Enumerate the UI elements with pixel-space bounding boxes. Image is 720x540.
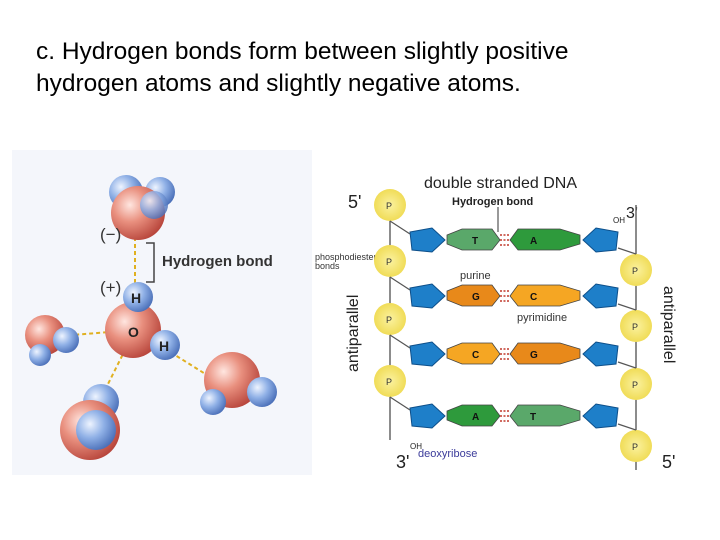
slide-title: c. Hydrogen bonds form between slightly …: [36, 36, 696, 100]
deoxyribose-sugar-left: [409, 227, 446, 253]
deoxyribose-label: deoxyribose: [418, 448, 477, 460]
water-hbond-figure: (−) (+) Hydrogen bond H O H: [12, 150, 312, 475]
five-prime-bottom-label: 5': [662, 452, 675, 472]
oh-top-label: OH: [613, 216, 625, 225]
oh-bottom-label: OH: [410, 442, 422, 451]
phosphate-right: [620, 254, 652, 286]
phosphodiester-connector: [389, 396, 411, 411]
base-left-letter: T: [472, 236, 478, 247]
phosphate-right: [620, 430, 652, 462]
base-right: [509, 228, 581, 251]
antiparallel-right-label: antiparallel: [660, 286, 677, 363]
base-right-letter: T: [530, 412, 536, 423]
phosphate-left: [374, 189, 406, 221]
deoxyribose-sugar-right: [582, 403, 619, 429]
deoxyribose-sugar-right: [582, 227, 619, 253]
phosphate-left: [374, 365, 406, 397]
hydrogen-atom: [29, 344, 51, 366]
h-atom-label: H: [159, 338, 169, 354]
base-right: [509, 284, 581, 307]
base-left: [446, 342, 501, 365]
phosphodiester-label: phosphodiester: [315, 252, 377, 262]
phosphate-p-label: P: [632, 380, 638, 390]
base-left: [446, 228, 501, 251]
partial-negative-label: (−): [100, 225, 121, 244]
partial-positive-label: (+): [100, 278, 121, 297]
deoxyribose-sugar-left: [409, 341, 446, 367]
purine-label: purine: [460, 270, 491, 282]
hydrogen-atom: [140, 191, 168, 219]
phosphate-right: [620, 310, 652, 342]
oxygen-atom-center: [105, 302, 161, 358]
hydrogen-atom: [76, 410, 116, 450]
three-prime-top-label: 3': [626, 205, 638, 222]
deoxyribose-sugar-right: [582, 341, 619, 367]
hbond-bracket: [146, 242, 155, 283]
pyrimidine-label: pyrimidine: [517, 312, 567, 324]
o-atom-label: O: [128, 324, 139, 340]
base-left-letter: G: [472, 292, 480, 303]
deoxyribose-sugar-left: [409, 283, 446, 309]
base-right-letter: C: [530, 292, 537, 303]
dna-hbond-label: Hydrogen bond: [452, 196, 533, 208]
hydrogen-atom: [247, 377, 277, 407]
phosphate-p-label: P: [386, 315, 392, 325]
h-atom-label: H: [131, 290, 141, 306]
antiparallel-left-label: antiparallel: [345, 295, 362, 372]
phosphate-p-label: P: [632, 266, 638, 276]
hydrogen-atom: [200, 389, 226, 415]
phosphate-p-label: P: [386, 377, 392, 387]
base-left-letter: C: [472, 350, 479, 361]
hydrogen-atom-center-top: [123, 282, 153, 312]
title-line-2: hydrogen atoms and slightly negative ato…: [36, 70, 521, 97]
dna-figure: double stranded DNA Hydrogen bond 5' 3' …: [315, 175, 677, 472]
base-right-letter: G: [530, 350, 538, 361]
base-left: [446, 404, 501, 427]
deoxyribose-sugar-left: [409, 403, 446, 429]
phosphate-right: [620, 368, 652, 400]
phosphate-p-label: P: [386, 201, 392, 211]
five-prime-top-label: 5': [348, 192, 361, 212]
dna-rows: P P T A P P G C P P C G P P A T: [374, 189, 652, 470]
phosphodiester-label-2: bonds: [315, 261, 340, 271]
phosphodiester-connector: [617, 423, 637, 431]
phosphodiester-connector: [389, 276, 411, 291]
phosphodiester-connector: [617, 361, 637, 369]
phosphate-left: [374, 303, 406, 335]
phosphate-left: [374, 245, 406, 277]
base-left-letter: A: [472, 412, 479, 423]
phosphate-p-label: P: [632, 442, 638, 452]
title-line-1: c. Hydrogen bonds form between slightly …: [36, 38, 569, 65]
phosphodiester-connector: [389, 220, 411, 235]
phosphodiester-connector: [617, 247, 637, 255]
hydrogen-atom-center-right: [150, 330, 180, 360]
phosphodiester-connector: [389, 334, 411, 349]
deoxyribose-sugar-right: [582, 283, 619, 309]
three-prime-bottom-label: 3': [396, 452, 409, 472]
base-right: [509, 404, 581, 427]
dna-title: double stranded DNA: [424, 175, 577, 192]
base-right-letter: A: [530, 236, 537, 247]
base-left: [446, 284, 501, 307]
hydrogen-atom: [53, 327, 79, 353]
water-hbond-label: Hydrogen bond: [162, 253, 273, 270]
base-right: [509, 342, 581, 365]
phosphate-p-label: P: [386, 257, 392, 267]
phosphate-p-label: P: [632, 322, 638, 332]
phosphodiester-connector: [617, 303, 637, 311]
